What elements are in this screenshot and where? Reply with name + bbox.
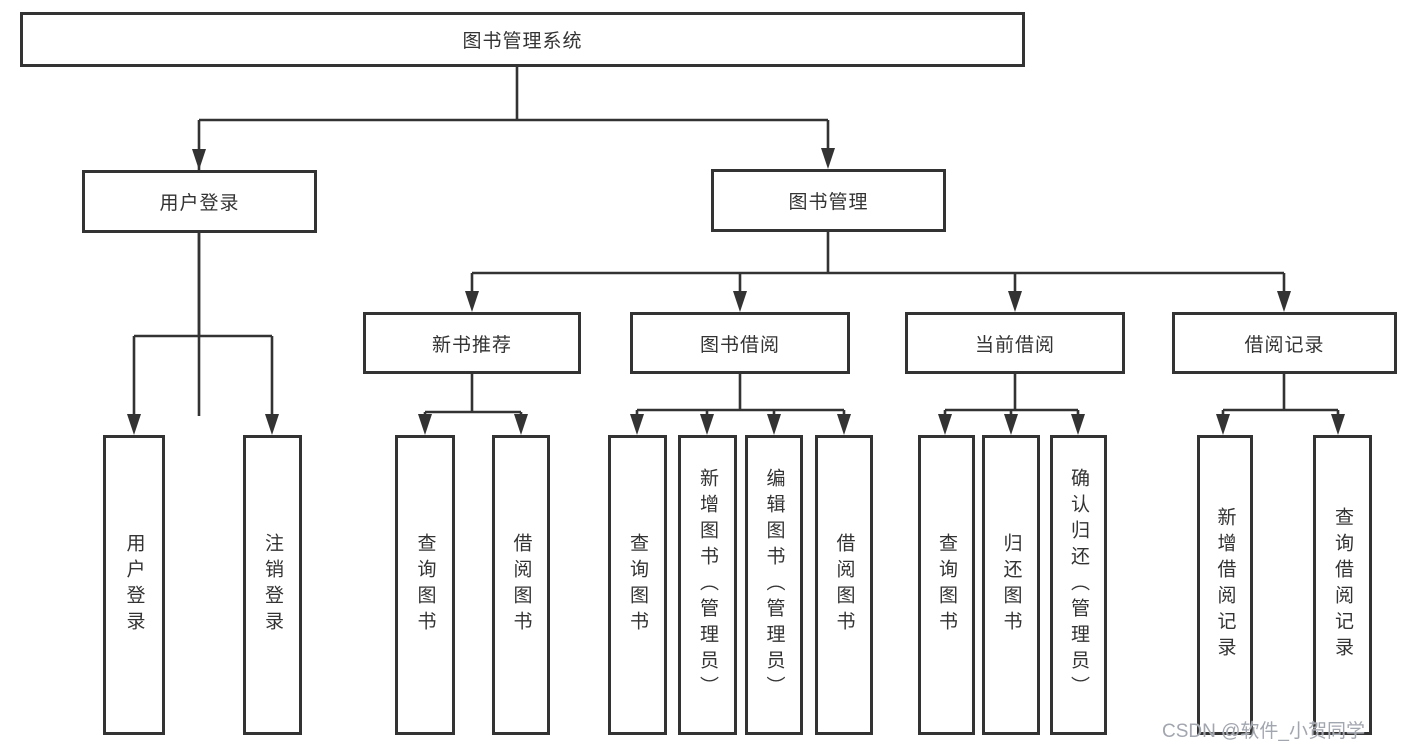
leaf-user-login: 用户登录 [103, 435, 165, 735]
leaf-query-books-recommend: 查询图书 [395, 435, 455, 735]
connector-login-to-children [127, 233, 279, 435]
leaf-query-books-borrowing: 查询图书 [608, 435, 667, 735]
connector-bookmgmt-to-level3 [465, 232, 1291, 312]
connector-newbooks-to-children [418, 374, 528, 435]
connector-borrowing-to-children [630, 374, 851, 435]
leaf-borrow-books-recommend: 借阅图书 [492, 435, 550, 735]
leaf-logout: 注销登录 [243, 435, 302, 735]
connector-records-to-children [1216, 374, 1345, 435]
node-book-borrowing: 图书借阅 [630, 312, 850, 374]
connector-root-to-level2 [192, 67, 835, 416]
leaf-query-books-current: 查询图书 [918, 435, 975, 735]
leaf-edit-book-admin: 编辑图书（管理员） [745, 435, 803, 735]
leaf-add-book-admin: 新增图书（管理员） [678, 435, 737, 735]
leaf-add-borrow-record: 新增借阅记录 [1197, 435, 1253, 735]
node-user-login: 用户登录 [82, 170, 317, 233]
leaf-return-book: 归还图书 [982, 435, 1040, 735]
leaf-query-borrow-record: 查询借阅记录 [1313, 435, 1372, 735]
node-current-borrowing: 当前借阅 [905, 312, 1125, 374]
leaf-confirm-return-admin: 确认归还（管理员） [1050, 435, 1107, 735]
node-borrowing-records: 借阅记录 [1172, 312, 1397, 374]
leaf-borrow-books-borrowing: 借阅图书 [815, 435, 873, 735]
node-book-management: 图书管理 [711, 169, 946, 232]
csdn-watermark: CSDN @软件_小贺同学 [1162, 721, 1365, 742]
node-root-library-system: 图书管理系统 [20, 12, 1025, 67]
connector-current-to-children [938, 374, 1085, 435]
node-new-book-recommend: 新书推荐 [363, 312, 581, 374]
